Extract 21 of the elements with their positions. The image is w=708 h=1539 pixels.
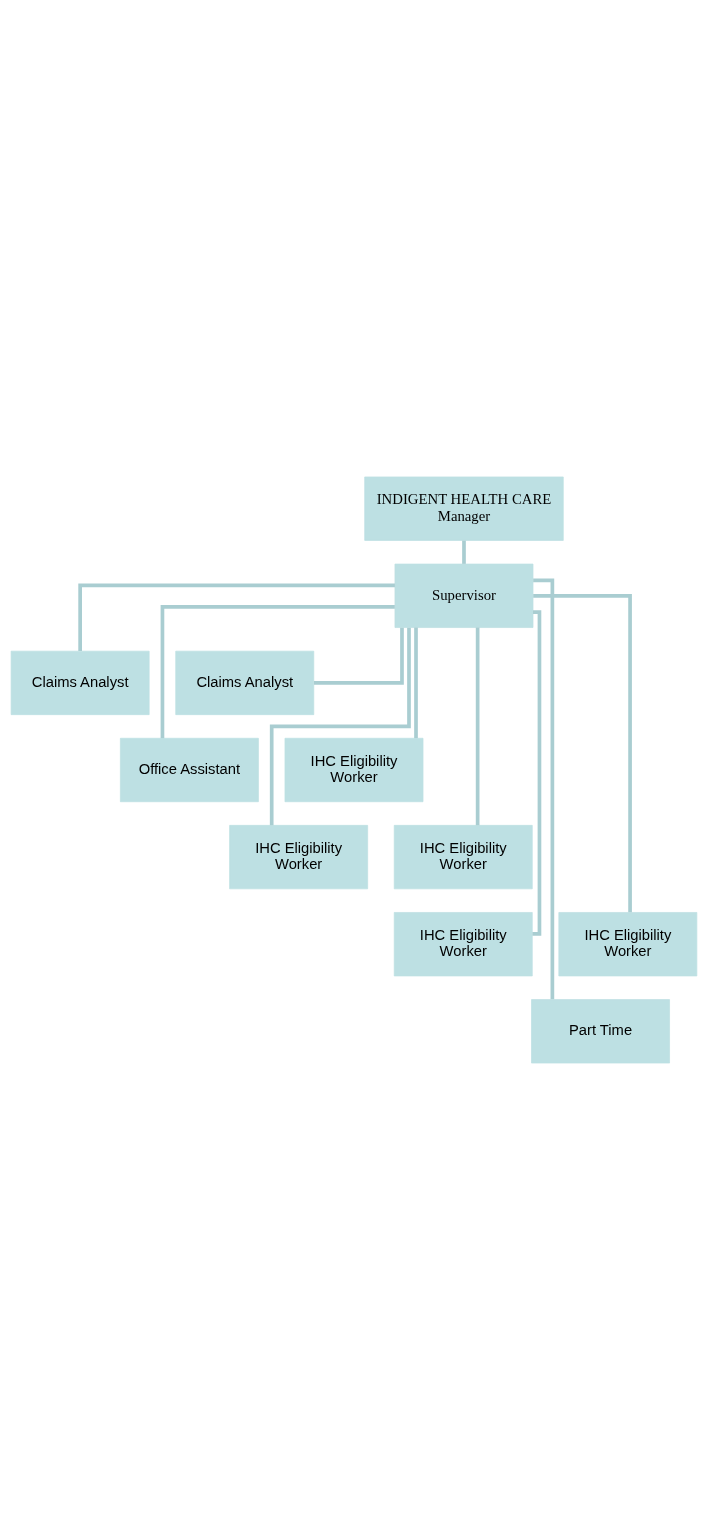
node-box: Part Time <box>531 998 670 1063</box>
node-box: INDIGENT HEALTH CARE Manager <box>364 476 564 541</box>
node-box: IHC Eligibility Worker <box>558 911 698 976</box>
node-box: IHC Eligibility Worker <box>229 824 369 889</box>
connector <box>78 583 395 651</box>
node-box: IHC Eligibility Worker <box>284 737 424 802</box>
connector <box>462 540 466 564</box>
node-box: Office Assistant <box>120 737 259 802</box>
node-box: IHC Eligibility Worker <box>393 911 533 976</box>
connector <box>533 577 555 999</box>
node-box: IHC Eligibility Worker <box>393 824 533 889</box>
connector <box>414 627 418 738</box>
connector <box>533 593 632 912</box>
node-box: Claims Analyst <box>175 650 315 715</box>
connector <box>532 609 542 936</box>
node-box: Claims Analyst <box>10 650 150 715</box>
connector <box>160 604 395 738</box>
connector <box>475 627 480 825</box>
node-box: Supervisor <box>394 563 534 628</box>
connector <box>313 627 404 685</box>
connector <box>269 627 411 825</box>
